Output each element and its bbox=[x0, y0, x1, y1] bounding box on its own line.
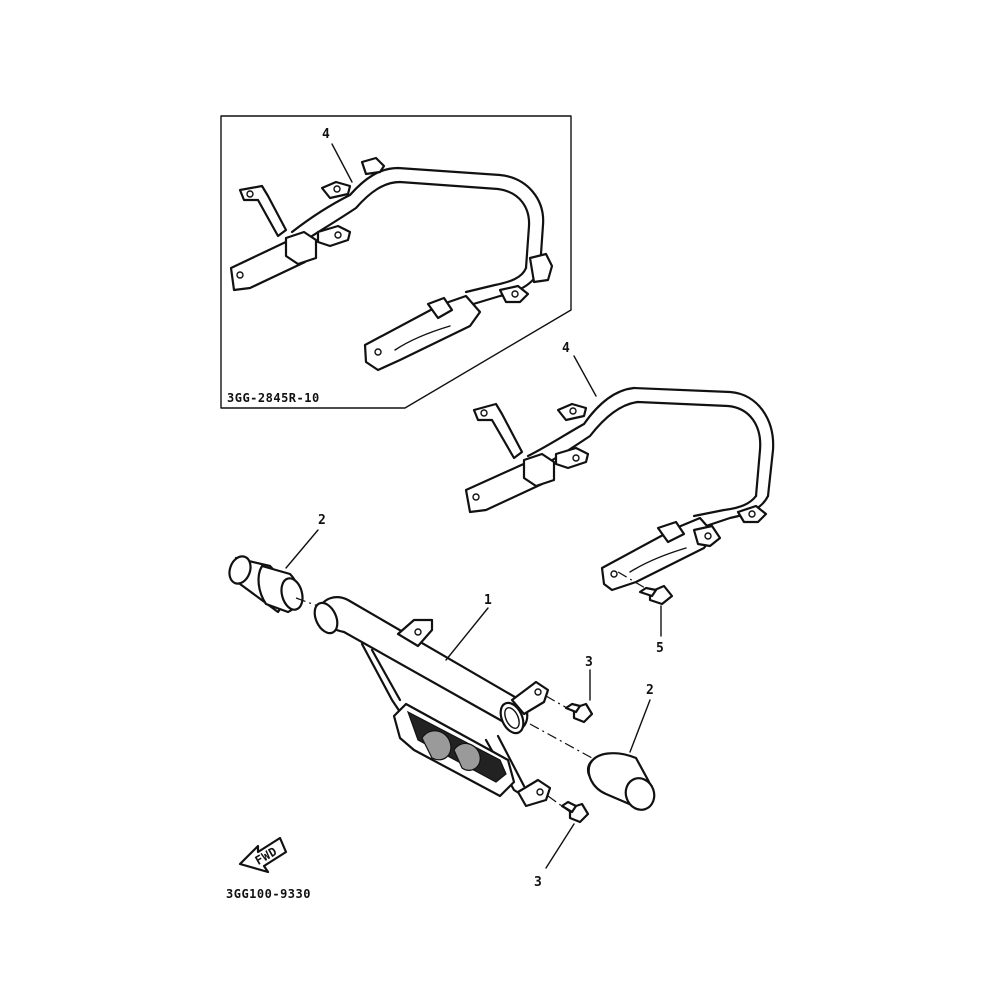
fwd-arrow-icon: FWD bbox=[238, 836, 288, 874]
callout-2-left: 2 bbox=[318, 513, 326, 528]
inset-callout-4: 4 bbox=[322, 127, 330, 142]
inset-leader-4 bbox=[331, 143, 353, 183]
leader-4 bbox=[573, 355, 597, 397]
bumper-part-1 bbox=[313, 596, 552, 808]
inset-rack bbox=[229, 156, 554, 372]
callout-2-right: 2 bbox=[646, 683, 654, 698]
bolt-upper-part-3 bbox=[545, 695, 594, 724]
leader-2-right bbox=[629, 699, 651, 753]
end-cap-right-part-2 bbox=[586, 752, 656, 811]
callout-3-upper: 3 bbox=[585, 655, 593, 670]
figure-code-label: 3GG100-9330 bbox=[226, 887, 311, 901]
leader-2-left bbox=[285, 529, 319, 569]
leader-3-lower bbox=[545, 823, 575, 869]
axis-line-left bbox=[295, 597, 319, 607]
bolt-part-5 bbox=[617, 571, 674, 606]
inset-code-label: 3GG-2845R-10 bbox=[227, 391, 320, 405]
callout-5: 5 bbox=[656, 641, 664, 656]
end-cap-left-part-2 bbox=[228, 555, 304, 614]
rear-rack-part-4 bbox=[464, 386, 775, 592]
inset-frame bbox=[220, 115, 572, 409]
axis-line-right bbox=[529, 723, 593, 759]
bolt-lower-part-3 bbox=[547, 795, 590, 824]
leader-1 bbox=[445, 607, 489, 661]
callout-1: 1 bbox=[484, 593, 492, 608]
callout-4: 4 bbox=[562, 341, 570, 356]
callout-3-lower: 3 bbox=[534, 875, 542, 890]
